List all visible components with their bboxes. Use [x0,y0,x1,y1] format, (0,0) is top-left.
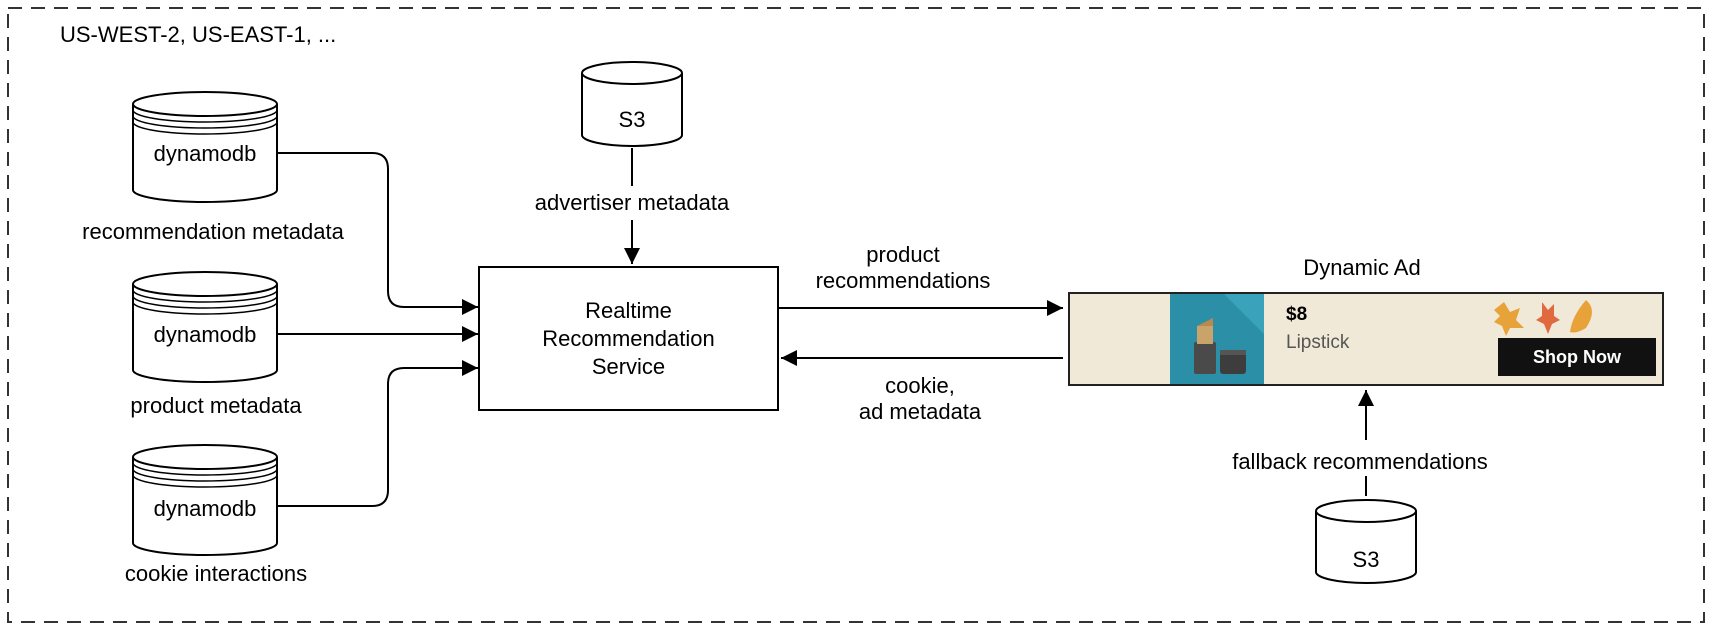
fallback-recommendations-label: fallback recommendations [1232,449,1488,474]
shop-now-button[interactable]: Shop Now [1498,338,1656,376]
dynamodb-cylinder-3 [132,444,278,556]
lipstick-image [1170,294,1264,384]
db-caption-1: recommendation metadata [82,219,344,244]
ad-product-name: Lipstick [1286,332,1350,353]
dynamic-ad-banner[interactable]: $8 Lipstick Shop Now [1068,292,1664,386]
db-caption-2: product metadata [130,393,302,418]
edge-recommendation-metadata [277,152,478,315]
realtime-recommendation-service: Realtime Recommendation Service [478,266,779,411]
service-line-3: Service [591,353,666,379]
lipstick-icon [1194,294,1264,374]
cookie-ad-metadata-label-2: ad metadata [858,399,982,424]
autumn-leaves-icon [1494,300,1592,336]
product-recommendations-label-2: recommendations [815,268,991,293]
cookie-ad-metadata-label-1: cookie, [885,373,955,398]
dynamodb-cylinder-1 [132,91,278,203]
db-caption-3: cookie interactions [124,561,308,586]
dynamic-ad-title: Dynamic Ad [1303,255,1421,280]
s3-top-name: S3 [618,107,646,132]
s3-bottom-name: S3 [1352,547,1380,572]
dynamodb-cylinder-2 [132,271,278,383]
service-line-1: Realtime [585,297,672,323]
advertiser-metadata-label: advertiser metadata [534,190,730,215]
db-name-3: dynamodb [153,496,257,521]
region-boundary [7,7,1705,623]
region-label: US-WEST-2, US-EAST-1, ... [60,22,337,47]
product-recommendations-label-1: product [866,242,940,267]
s3-cylinder-bottom [1315,499,1417,584]
service-line-2: Recommendation [542,325,715,351]
ad-price: $8 [1286,304,1308,325]
db-name-2: dynamodb [153,322,257,347]
edge-cookie-interactions [277,360,478,507]
s3-cylinder-top [581,61,683,147]
db-name-1: dynamodb [153,141,257,166]
